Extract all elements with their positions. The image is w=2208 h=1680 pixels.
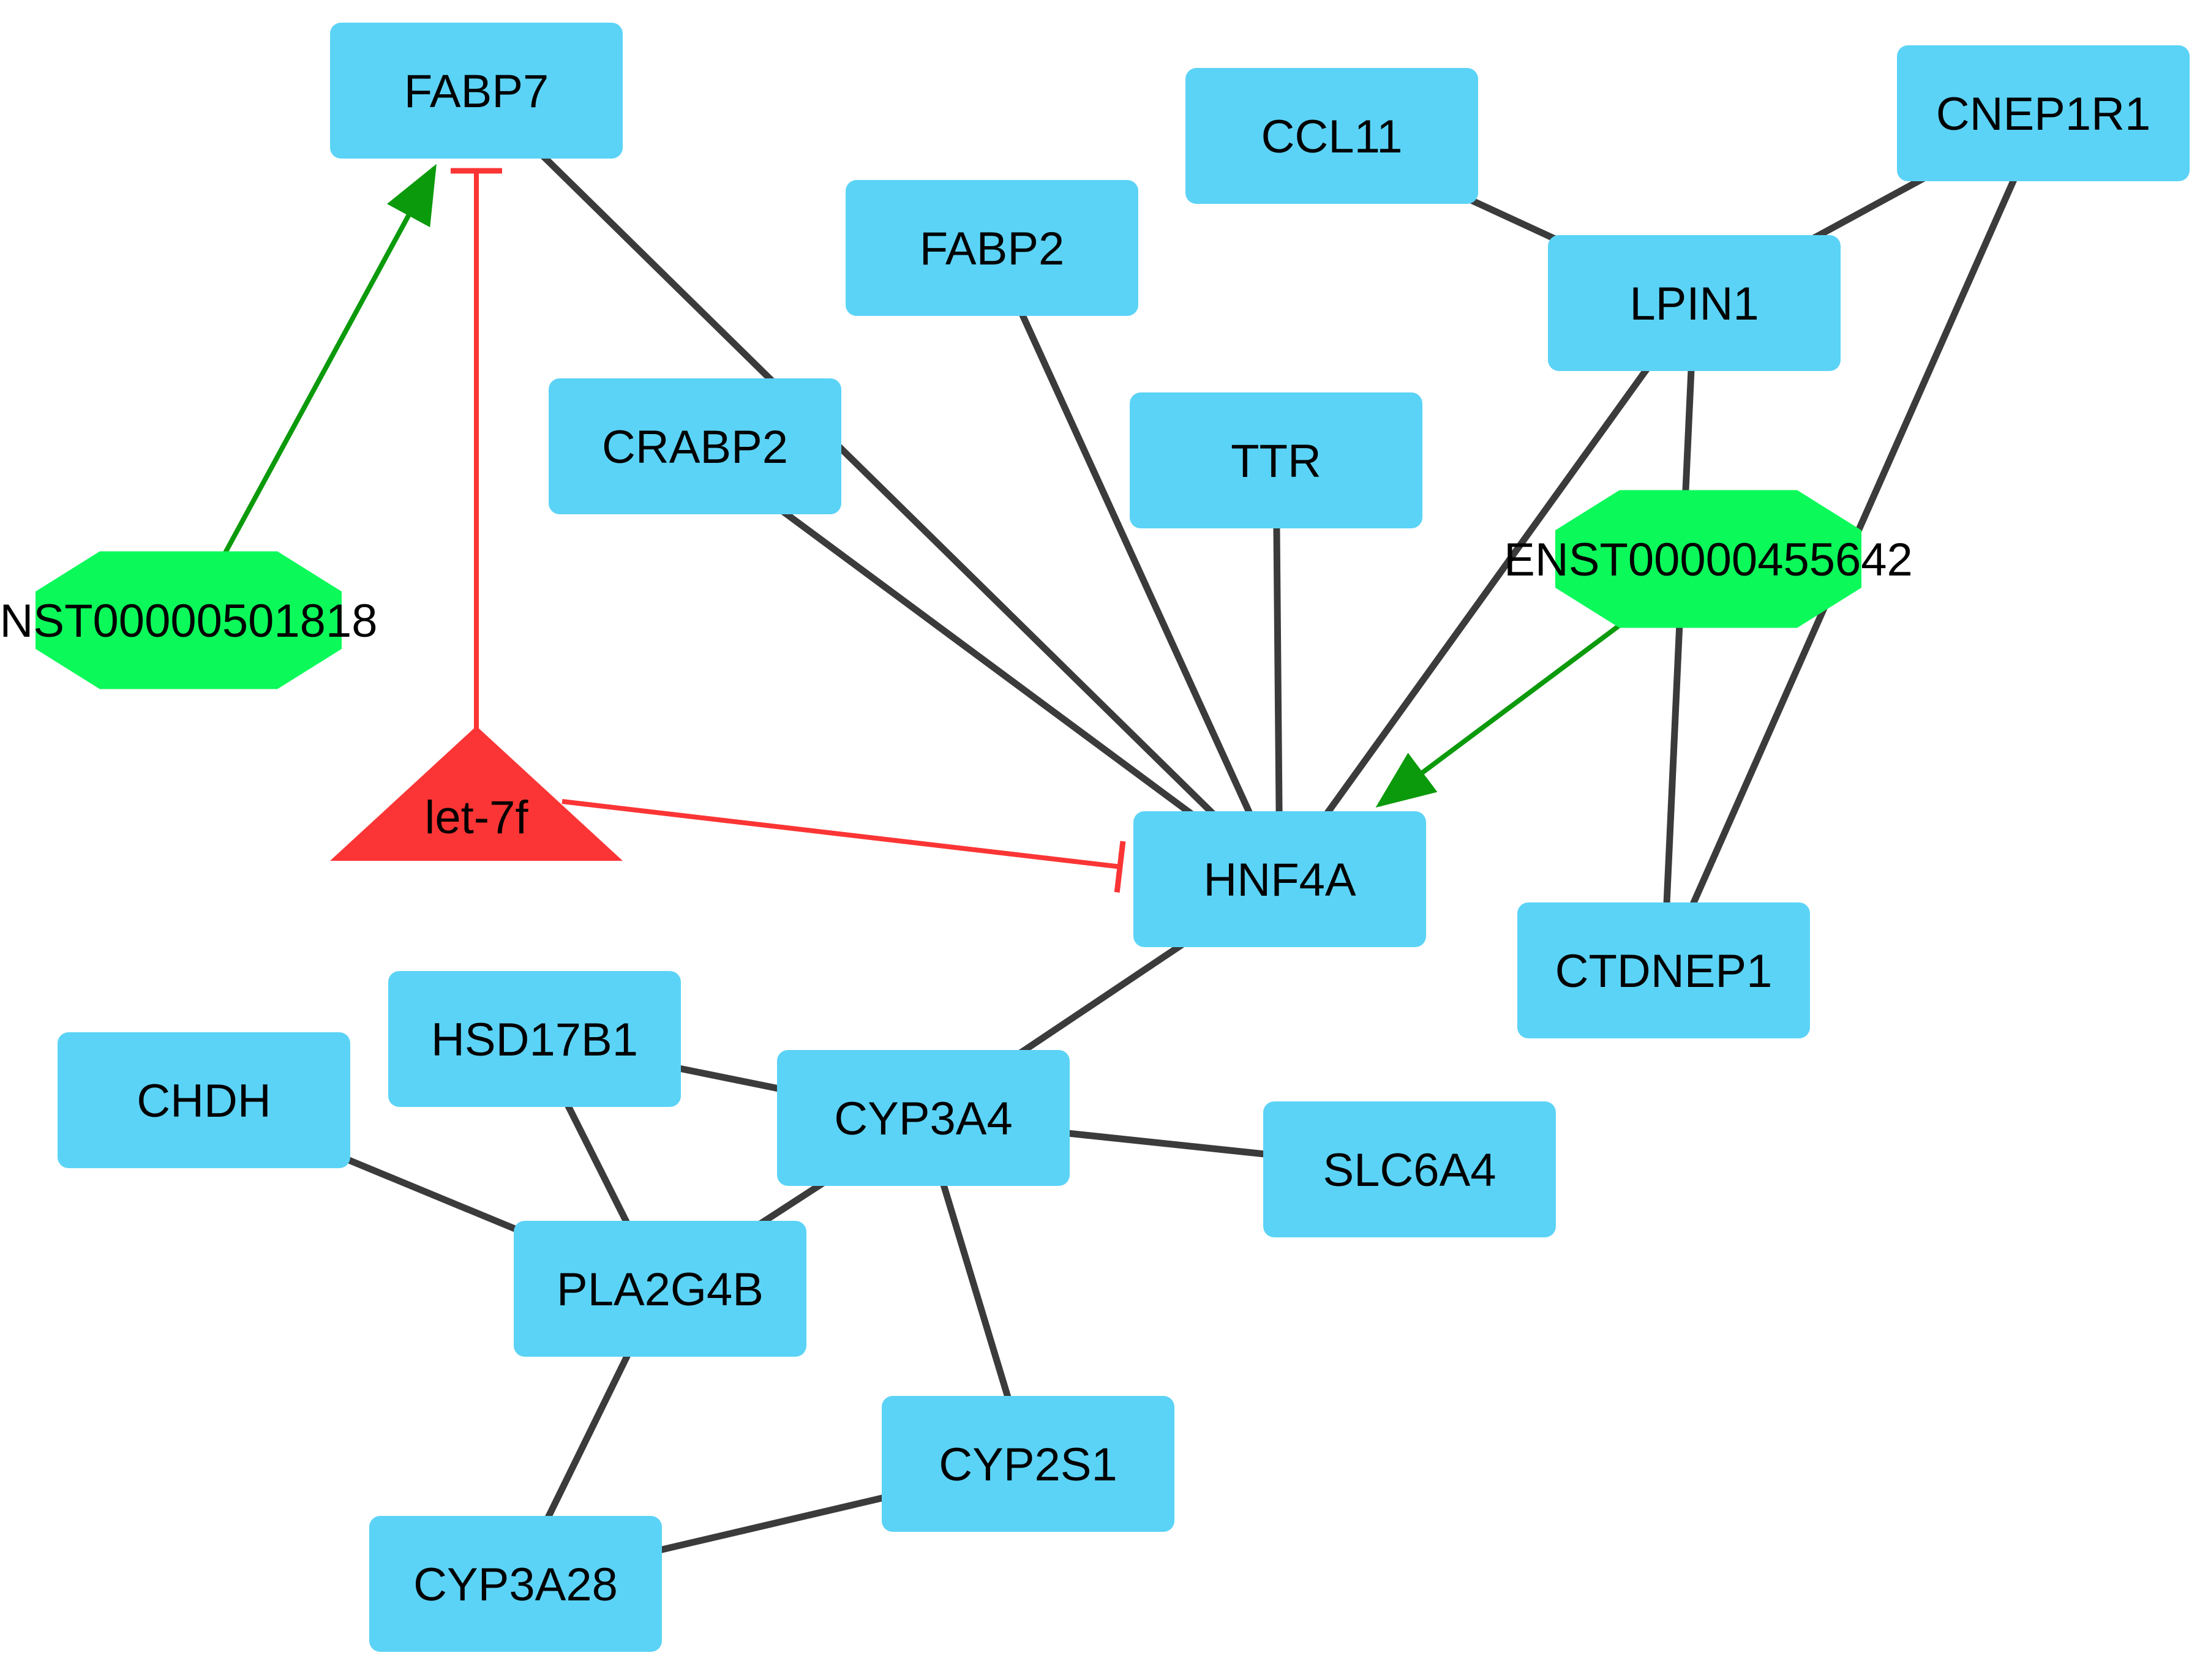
- gene-node-ctdnep1[interactable]: CTDNEP1: [1517, 902, 1810, 1038]
- gene-box: [882, 1396, 1174, 1532]
- edge-crabp2-to-hnf4a: [693, 443, 1282, 882]
- gene-box: [388, 971, 681, 1107]
- node-label: SLC6A4: [1323, 1144, 1496, 1196]
- node-label: CYP2S1: [939, 1439, 1117, 1491]
- node-label: ENST00000455642: [1504, 534, 1913, 586]
- gene-box: [1130, 392, 1422, 528]
- gene-node-lpin1[interactable]: LPIN1: [1548, 235, 1841, 371]
- edge-fabp2-to-hnf4a: [988, 246, 1283, 881]
- node-label: NST00000501818: [0, 595, 377, 647]
- edge-let-7f-to-hnf4a-line: [561, 799, 1121, 869]
- node-label: LPIN1: [1629, 278, 1759, 330]
- node-label: CCL11: [1261, 111, 1403, 163]
- edge-enst00000501818-to-fabp7: [212, 163, 437, 574]
- node-label: FABP7: [404, 66, 549, 118]
- edge-enst00000455642-to-hnf4a: [1375, 611, 1637, 808]
- node-label: HNF4A: [1203, 854, 1356, 906]
- gene-node-cyp3a28[interactable]: CYP3A28: [369, 1516, 662, 1652]
- node-label: HSD17B1: [431, 1014, 638, 1066]
- gene-node-chdh[interactable]: CHDH: [58, 1032, 350, 1168]
- edge-fabp7-to-hnf4a: [474, 88, 1282, 882]
- lncrna-node-enst00000501818[interactable]: NST00000501818: [0, 551, 377, 689]
- node-label: CYP3A4: [834, 1093, 1013, 1145]
- node-label: FABP2: [920, 223, 1065, 275]
- lncrna-octagon: [36, 551, 342, 689]
- node-label: CYP3A28: [413, 1559, 618, 1611]
- edge-let-7f-to-hnf4a-tbar: [1114, 841, 1126, 893]
- edge-let-7f-to-fabp7: [451, 168, 502, 731]
- edge-ttr-to-hnf4a: [1272, 460, 1283, 880]
- gene-node-crabp2[interactable]: CRABP2: [549, 378, 841, 514]
- gene-node-slc6a4[interactable]: SLC6A4: [1263, 1101, 1556, 1237]
- gene-box: [1185, 68, 1478, 204]
- gene-box: [1548, 235, 1841, 371]
- mirna-node-let-7f[interactable]: let-7f: [330, 726, 623, 861]
- gene-box: [1517, 902, 1810, 1038]
- node-label: TTR: [1231, 435, 1321, 487]
- gene-box: [1897, 45, 2190, 181]
- gene-box: [514, 1221, 806, 1357]
- gene-node-cnep1r1[interactable]: CNEP1R1: [1897, 45, 2190, 181]
- gene-box: [777, 1050, 1070, 1186]
- gene-box: [58, 1032, 350, 1168]
- mirna-triangle: [330, 726, 623, 861]
- edge-let-7f-to-hnf4a: [561, 799, 1126, 893]
- node-label: let-7f: [425, 792, 529, 844]
- gene-node-fabp7[interactable]: FABP7: [330, 23, 623, 159]
- edge-lpin1-to-ctdnep1: [1660, 302, 1698, 971]
- edge-lpin1-to-hnf4a: [1277, 301, 1697, 882]
- gene-box: [846, 180, 1138, 316]
- gene-node-cyp2s1[interactable]: CYP2S1: [882, 1396, 1174, 1532]
- gene-node-hsd17b1[interactable]: HSD17B1: [388, 971, 681, 1107]
- gene-box: [330, 23, 623, 159]
- gene-node-ccl11[interactable]: CCL11: [1185, 68, 1478, 204]
- gene-box: [1263, 1101, 1556, 1237]
- gene-box: [369, 1516, 662, 1652]
- gene-node-pla2g4b[interactable]: PLA2G4B: [514, 1221, 806, 1357]
- lncrna-octagon: [1555, 490, 1861, 628]
- node-label: PLA2G4B: [557, 1264, 764, 1316]
- node-label: CRABP2: [602, 421, 788, 473]
- node-label: CTDNEP1: [1555, 945, 1773, 997]
- gene-node-cyp3a4[interactable]: CYP3A4: [777, 1050, 1070, 1186]
- lncrna-node-enst00000455642[interactable]: ENST00000455642: [1504, 490, 1913, 628]
- gene-node-hnf4a[interactable]: HNF4A: [1133, 811, 1426, 947]
- node-label: CNEP1R1: [1936, 88, 2151, 140]
- node-label: CHDH: [137, 1075, 271, 1127]
- gene-box: [549, 378, 841, 514]
- gene-node-fabp2[interactable]: FABP2: [846, 180, 1138, 316]
- gene-node-ttr[interactable]: TTR: [1130, 392, 1422, 528]
- gene-box: [1133, 811, 1426, 947]
